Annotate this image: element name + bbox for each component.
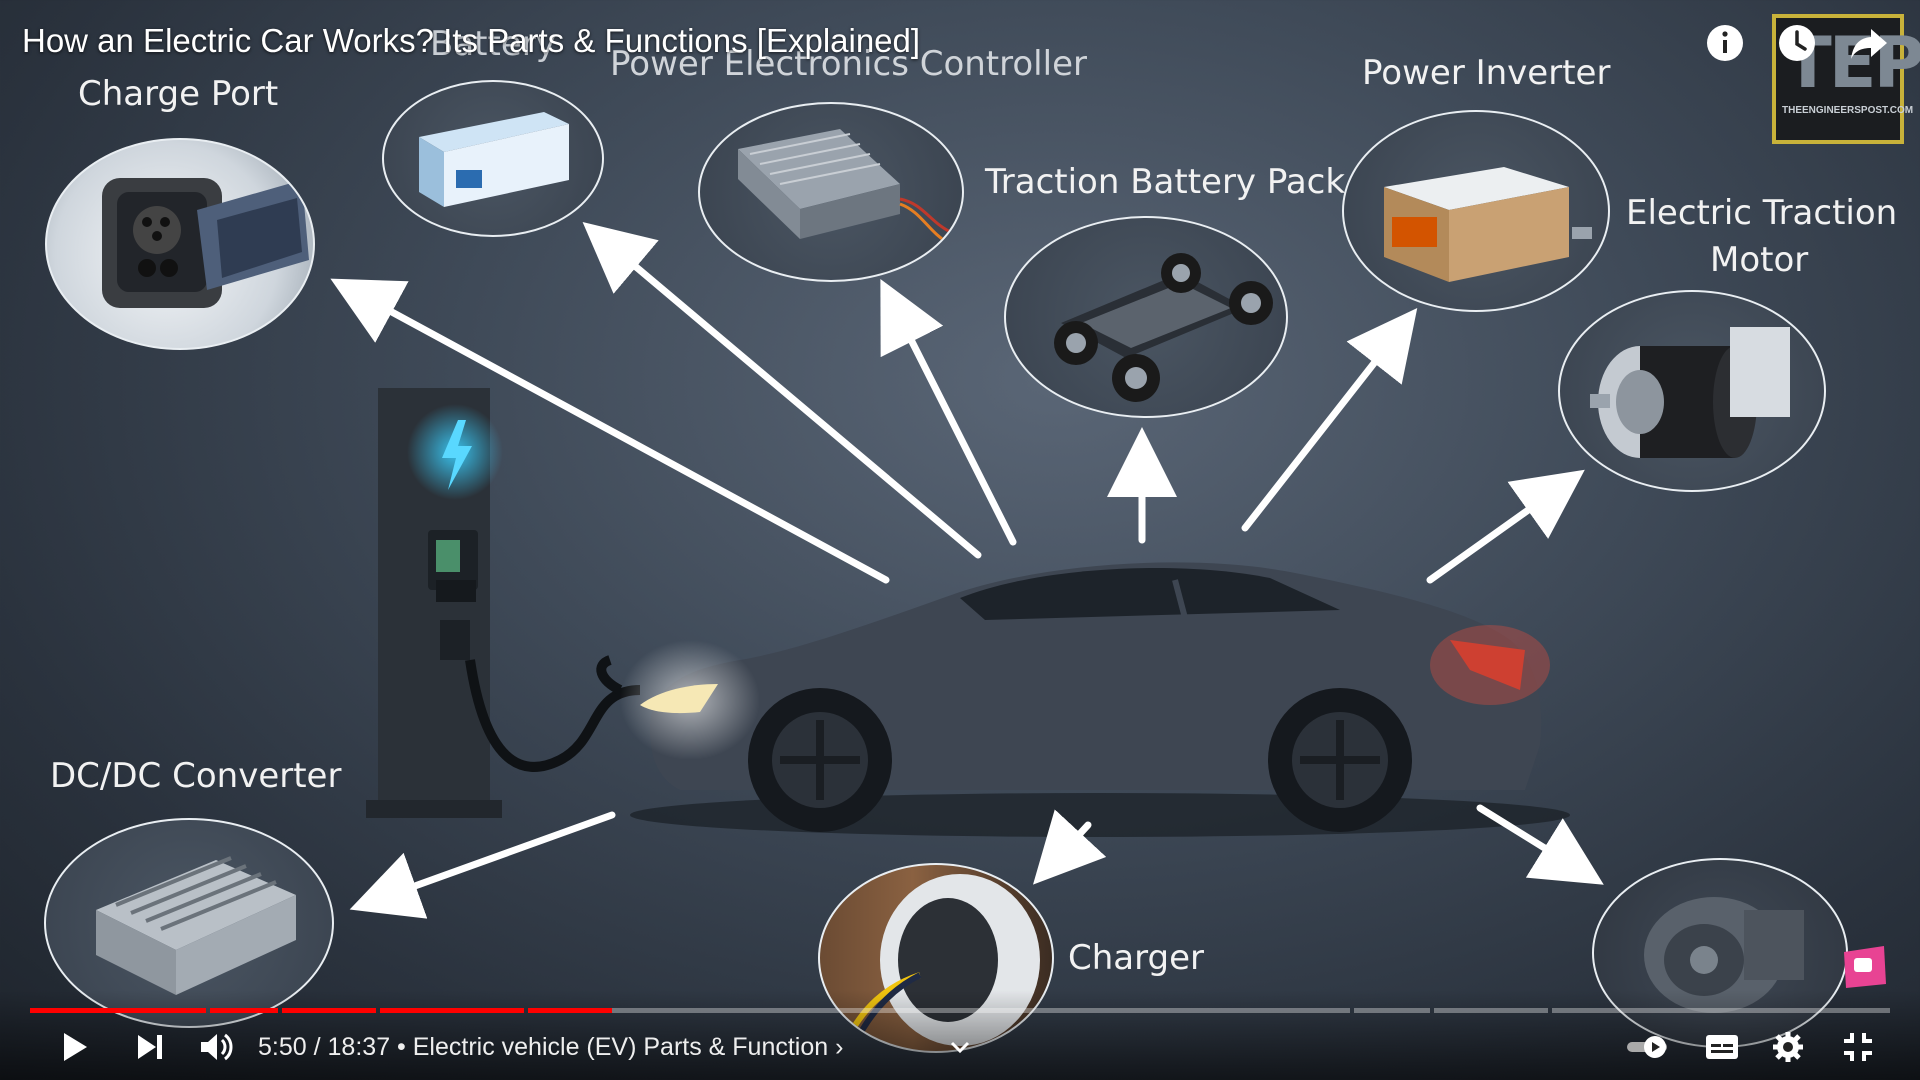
like-sticker (1838, 944, 1890, 990)
video-title[interactable]: How an Electric Car Works? Its Parts & F… (22, 22, 921, 59)
subtitles-icon[interactable] (1698, 1023, 1746, 1071)
power-inverter-image (1342, 110, 1610, 312)
progress-segment (30, 1008, 206, 1013)
chapter-separator: • (397, 1033, 413, 1061)
settings-gear-icon[interactable] (1764, 1023, 1812, 1071)
arrow-battery (582, 221, 982, 559)
arrow-traction-motor (1426, 469, 1585, 584)
label-charger: Charger (1068, 938, 1204, 978)
progress-segment (1552, 1008, 1890, 1013)
logo-subtext: THEENGINEERSPOST.COM (1782, 105, 1914, 116)
battery-image (382, 80, 604, 237)
chapter-title[interactable]: Electric vehicle (EV) Parts & Function (412, 1033, 829, 1061)
next-button[interactable] (126, 1023, 174, 1071)
label-dcdc: DC/DC Converter (50, 756, 342, 796)
chevron-down-icon[interactable] (936, 1023, 984, 1071)
duration: 18:37 (327, 1033, 391, 1061)
share-icon[interactable] (1848, 22, 1890, 64)
label-power-inverter: Power Inverter (1362, 53, 1611, 93)
label-battery: Battery (430, 24, 556, 64)
time-display: 5:50 / 18:37 • Electric vehicle (EV) Par… (258, 1033, 843, 1062)
label-charge-port: Charge Port (78, 74, 279, 114)
charging-station (366, 388, 641, 818)
time-separator: / (313, 1033, 328, 1061)
power-electronics-controller-image (698, 102, 964, 282)
arrow-charger (1033, 809, 1107, 885)
volume-icon[interactable] (192, 1023, 240, 1071)
progress-segment (380, 1008, 524, 1013)
arrows (330, 221, 1604, 919)
label-traction-motor-1: Electric Traction (1626, 193, 1898, 233)
channel-logo: TEP THEENGINEERSPOST.COM (1772, 14, 1920, 144)
progress-segment (612, 1008, 1350, 1013)
exit-fullscreen-icon[interactable] (1834, 1023, 1882, 1071)
charge-port-image (45, 138, 315, 350)
arrow-dcdc (349, 811, 616, 919)
top-icons (1704, 22, 1890, 64)
label-traction-battery: Traction Battery Pack (985, 162, 1346, 202)
arrow-power-inverter (1241, 307, 1418, 532)
play-button[interactable] (50, 1023, 98, 1071)
bolt-icon (442, 420, 472, 490)
current-time: 5:50 (258, 1033, 307, 1061)
progress-segment (210, 1008, 278, 1013)
traction-battery-pack-image (1004, 216, 1288, 418)
progress-bar[interactable] (30, 1008, 1890, 1013)
progress-segment (282, 1008, 376, 1013)
arrow-pec (880, 278, 1017, 546)
info-icon[interactable] (1704, 22, 1746, 64)
electric-traction-motor-image (1558, 290, 1826, 492)
arrow-transmission (1476, 804, 1604, 885)
chapter-chevron-icon[interactable]: › (835, 1033, 844, 1061)
label-traction-motor-2: Motor (1710, 240, 1809, 280)
electric-car (596, 562, 1570, 837)
arrow-charge-port (330, 278, 890, 584)
progress-segment (1434, 1008, 1548, 1013)
progress-segment (1354, 1008, 1430, 1013)
label-pec: Power Electronics Controller (610, 44, 1087, 84)
control-row (0, 1023, 1920, 1071)
autoplay-toggle[interactable] (1624, 1023, 1672, 1071)
progress-segment (528, 1008, 612, 1013)
watch-later-icon[interactable] (1776, 22, 1818, 64)
player-controls-bg (0, 990, 1920, 1080)
